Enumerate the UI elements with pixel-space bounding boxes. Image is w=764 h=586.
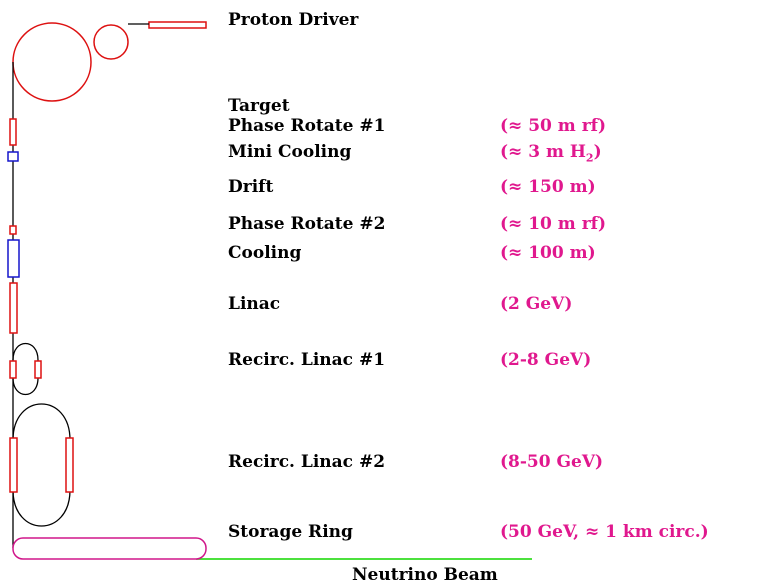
neutrino-beam-label: Neutrino Beam [352, 565, 498, 585]
value-cooling: (≈ 100 m) [500, 243, 596, 263]
recirc-linac-2-right-linac [65, 437, 74, 493]
storage-ring [12, 537, 207, 560]
label-phase-rotate-1: Phase Rotate #1 [228, 116, 386, 136]
proton-driver-injector-linac [148, 21, 207, 29]
mini-cooling-element [7, 151, 19, 162]
value-recirc-linac-2: (8-50 GeV) [500, 452, 604, 472]
value-drift: (≈ 150 m) [500, 177, 596, 197]
value-recirc-linac-1: (2-8 GeV) [500, 350, 592, 370]
phase-rotate-1-element [9, 118, 17, 146]
recirc-linac-1-left-linac [9, 360, 17, 379]
recirc-linac-1-right-linac [34, 360, 42, 379]
phase-rotate-2-element [9, 225, 17, 235]
label-target: Target [228, 96, 290, 116]
value-phase-rotate-2: (≈ 10 m rf) [500, 214, 607, 234]
proton-driver-small-ring [93, 24, 129, 60]
linac-element [9, 282, 18, 334]
label-storage-ring: Storage Ring [228, 522, 353, 542]
value-mini-cooling-subscript: 2 [585, 151, 594, 165]
value-mini-cooling: (≈ 3 m H2) [500, 142, 602, 168]
recirc-linac-2-left-linac [9, 437, 18, 493]
value-storage-ring: (50 GeV, ≈ 1 km circ.) [500, 522, 709, 542]
value-phase-rotate-1: (≈ 50 m rf) [500, 116, 607, 136]
label-cooling: Cooling [228, 243, 302, 263]
value-mini-cooling-main: (≈ 3 m H [500, 142, 586, 162]
cooling-element [7, 239, 20, 278]
label-linac: Linac [228, 294, 281, 314]
label-drift: Drift [228, 177, 274, 197]
label-mini-cooling: Mini Cooling [228, 142, 352, 162]
label-recirc-linac-2: Recirc. Linac #2 [228, 452, 386, 472]
label-proton-driver: Proton Driver [228, 10, 359, 30]
proton-driver-large-ring [12, 22, 92, 102]
value-linac: (2 GeV) [500, 294, 573, 314]
recirc-linac-2-loop [12, 403, 71, 527]
label-phase-rotate-2: Phase Rotate #2 [228, 214, 386, 234]
value-mini-cooling-tail: ) [593, 142, 602, 162]
label-recirc-linac-1: Recirc. Linac #1 [228, 350, 386, 370]
